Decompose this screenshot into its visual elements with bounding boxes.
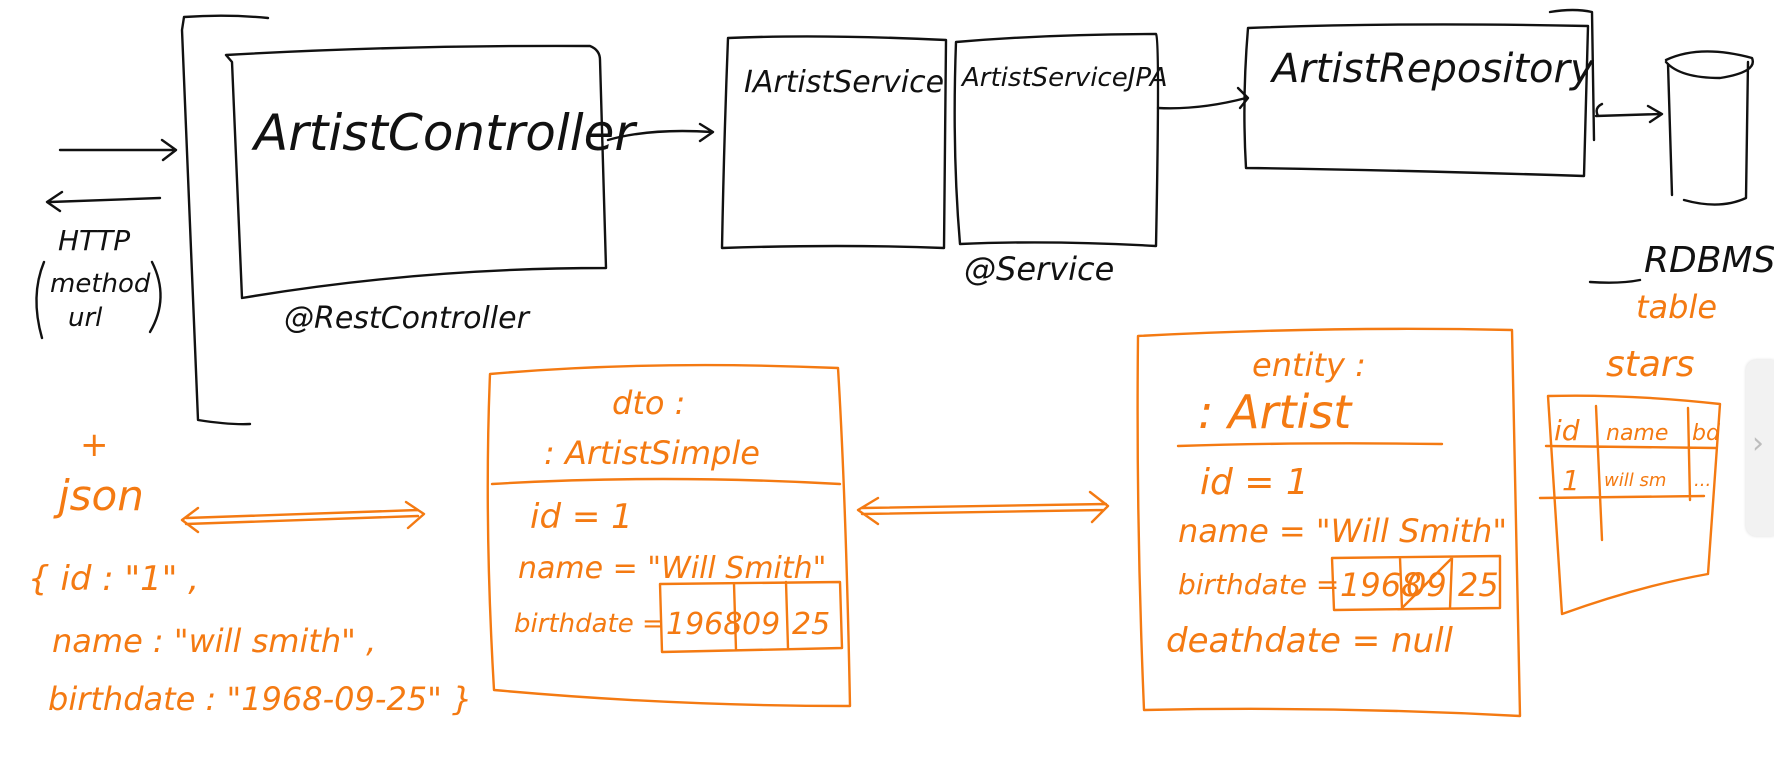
service-impl-label: ArtistServiceJPA — [960, 63, 1168, 93]
dto-box — [486, 363, 852, 708]
table-cell-bd: ... — [1694, 470, 1711, 491]
http-line2: method — [50, 269, 151, 299]
entity-birth-label: birthdate = — [1178, 568, 1339, 601]
dto-title2: : ArtistSimple — [544, 434, 760, 472]
entity-birth-cells — [1330, 554, 1502, 612]
controller-annotation: @RestController — [284, 301, 531, 336]
dto-id: id = 1 — [530, 497, 633, 537]
dto-birth-month: 09 — [742, 607, 780, 642]
table-cell-name: will sm — [1604, 470, 1666, 491]
json-line3: birthdate : "1968-09-25" } — [48, 680, 472, 718]
entity-box — [1136, 327, 1522, 718]
dto-entity-arrow — [856, 490, 1110, 526]
json-title: json — [53, 471, 144, 520]
service-interface-box — [720, 35, 948, 250]
dto-divider — [490, 477, 842, 486]
json-dto-arrow — [180, 500, 426, 534]
table-header-name: name — [1606, 421, 1668, 446]
outer-bracket — [180, 14, 270, 426]
json-line2: name : "will smith" , — [52, 622, 376, 660]
table-header-id: id — [1554, 414, 1580, 447]
table-cell-id: 1 — [1562, 464, 1580, 497]
stars-label: stars — [1606, 344, 1695, 385]
rdbms-label: RDBMS — [1644, 240, 1774, 281]
controller-box — [224, 44, 608, 300]
json-line1: { id : "1" , — [28, 559, 199, 599]
repository-label: ArtistRepository — [1269, 46, 1595, 92]
dto-name: name = "Will Smith" — [518, 551, 826, 586]
http-left-paren — [35, 260, 46, 340]
stars-table — [1538, 394, 1722, 616]
service-interface-label: IArtistService — [744, 65, 944, 100]
dto-birth-year: 1968 — [666, 607, 742, 642]
entity-title1: entity : — [1252, 346, 1366, 384]
entity-birth-year: 1968 — [1340, 566, 1421, 604]
repository-db-arrow — [1594, 102, 1664, 124]
entity-name: name = "Will Smith" — [1178, 512, 1507, 550]
service-impl-box — [953, 32, 1160, 248]
json-plus: + — [80, 425, 109, 465]
service-annotation: @Service — [964, 250, 1114, 288]
controller-service-arrow — [606, 122, 715, 143]
rdbms-cylinder — [1664, 50, 1754, 206]
dto-birth-label: birthdate = — [514, 609, 664, 639]
table-label: table — [1636, 288, 1717, 326]
entity-title2: : Artist — [1198, 385, 1353, 439]
response-arrow — [45, 190, 162, 213]
repository-box — [1243, 23, 1590, 178]
http-right-paren — [148, 260, 162, 334]
dto-birth-cells — [658, 580, 844, 654]
service-repository-arrow — [1156, 86, 1250, 110]
repository-bracket — [1548, 8, 1596, 142]
side-panel-toggle[interactable]: › — [1746, 360, 1774, 536]
entity-birth-month: 09 — [1406, 566, 1447, 604]
dto-birth-day: 25 — [792, 607, 830, 642]
dto-title1: dto : — [612, 384, 685, 422]
entity-birth-day: 25 — [1458, 566, 1499, 604]
rdbms-bracket — [1588, 278, 1642, 284]
entity-divider — [1176, 442, 1444, 448]
request-arrow — [58, 138, 178, 162]
http-line3: url — [68, 303, 103, 333]
entity-id: id = 1 — [1200, 462, 1309, 503]
entity-death: deathdate = null — [1166, 621, 1454, 661]
chevron-right-icon: › — [1752, 426, 1764, 461]
http-line1: HTTP — [58, 224, 130, 257]
controller-label: ArtistController — [251, 104, 638, 162]
table-header-bd: bd — [1692, 421, 1721, 446]
